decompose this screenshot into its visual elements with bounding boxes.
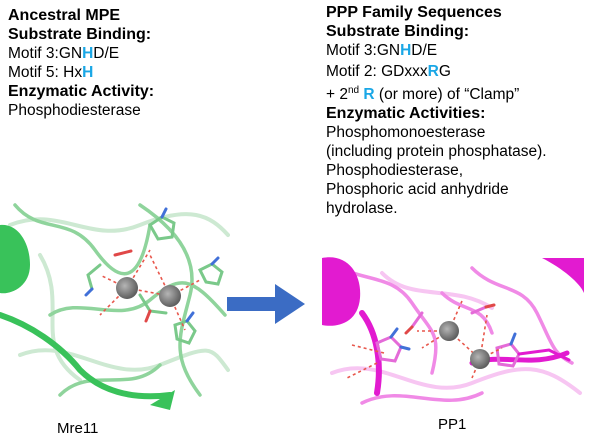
left-motif5: Motif 5: HxH (8, 64, 94, 81)
left-binding-header: Substrate Binding: (8, 26, 152, 43)
pp1-structure-image (322, 257, 584, 405)
mre11-label: Mre11 (57, 420, 99, 437)
right-motif3: Motif 3:GNHD/E (326, 42, 438, 59)
right-activity-2: Phosphodiesterase, (326, 162, 464, 180)
right-title: PPP Family Sequences (326, 4, 502, 21)
mre11-ribbon (0, 224, 175, 410)
mre11-sidechains (84, 207, 224, 345)
right-activity-4: hydrolase. (326, 200, 398, 218)
mre11-loops (13, 203, 227, 397)
left-motif3: Motif 3:GNHD/E (8, 45, 120, 62)
pp1-metal-ion-1 (439, 321, 459, 341)
right-motif2: Motif 2: GDxxxRG (326, 63, 451, 80)
pp1-metal-ion-2 (470, 349, 490, 369)
mre11-metal-ion-1 (116, 277, 138, 299)
mre11-bg-loops (8, 212, 230, 382)
right-activity-3: Phosphoric acid anhydride (326, 181, 509, 199)
mre11-text-block: Ancestral MPE Substrate Binding: Motif 3… (8, 6, 154, 120)
right-activity-0: Phosphomonoesterase (326, 124, 486, 142)
right-arrow-icon (227, 284, 305, 324)
left-activity: Phosphodiesterase (8, 102, 141, 119)
right-activities-header: Enzymatic Activities: (326, 105, 486, 123)
pp1-bg-loops (330, 271, 582, 395)
mre11-metal-ion-2 (159, 285, 181, 307)
right-activity-1: (including protein phosphatase). (326, 143, 547, 161)
pp1-label: PP1 (438, 416, 467, 433)
pp1-sidechains (375, 303, 571, 368)
left-title: Ancestral MPE (8, 7, 121, 24)
right-binding-header: Substrate Binding: (326, 23, 470, 40)
right-clamp: + 2nd R (or more) of “Clamp” (326, 85, 520, 104)
ppp-text-block: PPP Family Sequences Substrate Binding: … (326, 3, 547, 218)
left-activity-header: Enzymatic Activity: (8, 83, 155, 100)
mre11-structure-image (0, 203, 230, 410)
